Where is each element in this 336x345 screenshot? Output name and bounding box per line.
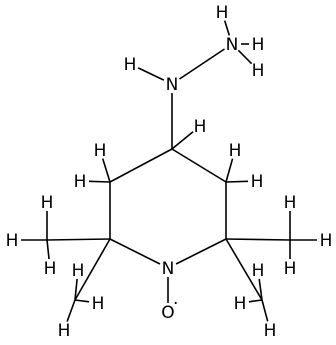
- atom-label-a-nh2-h: H: [252, 61, 265, 81]
- bond-me4-a_me4_h3: [258, 278, 263, 301]
- atom-label-a-c5-h2: H: [251, 172, 264, 192]
- atom-label-a-me2-h1: H: [72, 261, 85, 281]
- atom-label-a-oxygen: O: [161, 303, 174, 323]
- atom-label-a-me3-h3: H: [284, 259, 297, 279]
- atom-label-a-nh2-n: N: [226, 35, 239, 55]
- bond-c2-me1: [46, 238, 111, 241]
- bond-me2-a_me2_h3: [74, 299, 90, 303]
- atom-label-a-c3-h2: H: [74, 172, 87, 192]
- bond-c4-a_c4_h: [171, 131, 194, 150]
- bond-c5-a_c5_h1: [225, 158, 234, 183]
- atom-label-a-c3-h1: H: [94, 141, 107, 161]
- bond-me1-a_me1_h3: [46, 239, 50, 260]
- bond-a_n_top_h-a_nh2_n: [223, 20, 231, 36]
- atom-label-a-me1-h3: H: [44, 259, 57, 279]
- bond-me4-a_me4_h1: [248, 299, 263, 303]
- atom-label-a-me4-h3: H: [252, 261, 265, 281]
- bond-c4-c3: [109, 148, 173, 183]
- bond-a_nh2_n-a_nh_n: [179, 48, 225, 80]
- atom-label-a-me2-h2: H: [58, 321, 71, 341]
- atom-label-a-me2-h3: H: [92, 294, 105, 314]
- bond-c4-c5: [171, 148, 227, 183]
- atom-label-a-me1-h1: H: [41, 193, 54, 213]
- atom-label-a-me3-h2: H: [320, 231, 333, 251]
- bond-me2-a_me2_h2: [66, 299, 76, 322]
- bond-me4-a_me4_h2: [261, 299, 269, 322]
- atom-label-a-me4-h1: H: [234, 294, 247, 314]
- atom-label-a-ring-n: N: [162, 259, 175, 279]
- atom-label-a-me4-h2: H: [264, 321, 277, 341]
- atom-label-a-nh2-h2: H: [252, 35, 265, 55]
- atom-label-a-c5-h1: H: [229, 141, 242, 161]
- bond-c6-a_ring_n: [175, 238, 227, 265]
- bond-c3-a_c3_h1: [101, 158, 111, 183]
- bond-a_nh_h-a_nh_n: [137, 67, 165, 81]
- bond-c5-a_c5_h2: [225, 180, 249, 183]
- bond-me2-a_me2_h1: [74, 278, 78, 301]
- bond-c6-me4: [225, 238, 263, 301]
- atom-label-a-nh-n: N: [166, 75, 179, 95]
- bond-c2-me2: [74, 238, 111, 301]
- atom-label-a-me3-h1: H: [284, 193, 297, 213]
- bonds: [21, 20, 317, 322]
- bond-c6-me3: [225, 238, 291, 241]
- bond-c3-a_c3_h2: [88, 180, 111, 183]
- atom-label-a-nh-h: H: [124, 55, 137, 75]
- radical-dot: ·: [173, 294, 178, 314]
- atom-label-a-me1-h2: H: [6, 231, 19, 251]
- atom-label-a-n-top-h: H: [216, 3, 229, 23]
- atom-label-a-c4-h: H: [194, 117, 207, 137]
- bond-a_nh2_n-a_nh2_h: [237, 49, 253, 65]
- bond-c2-a_ring_n: [109, 238, 161, 265]
